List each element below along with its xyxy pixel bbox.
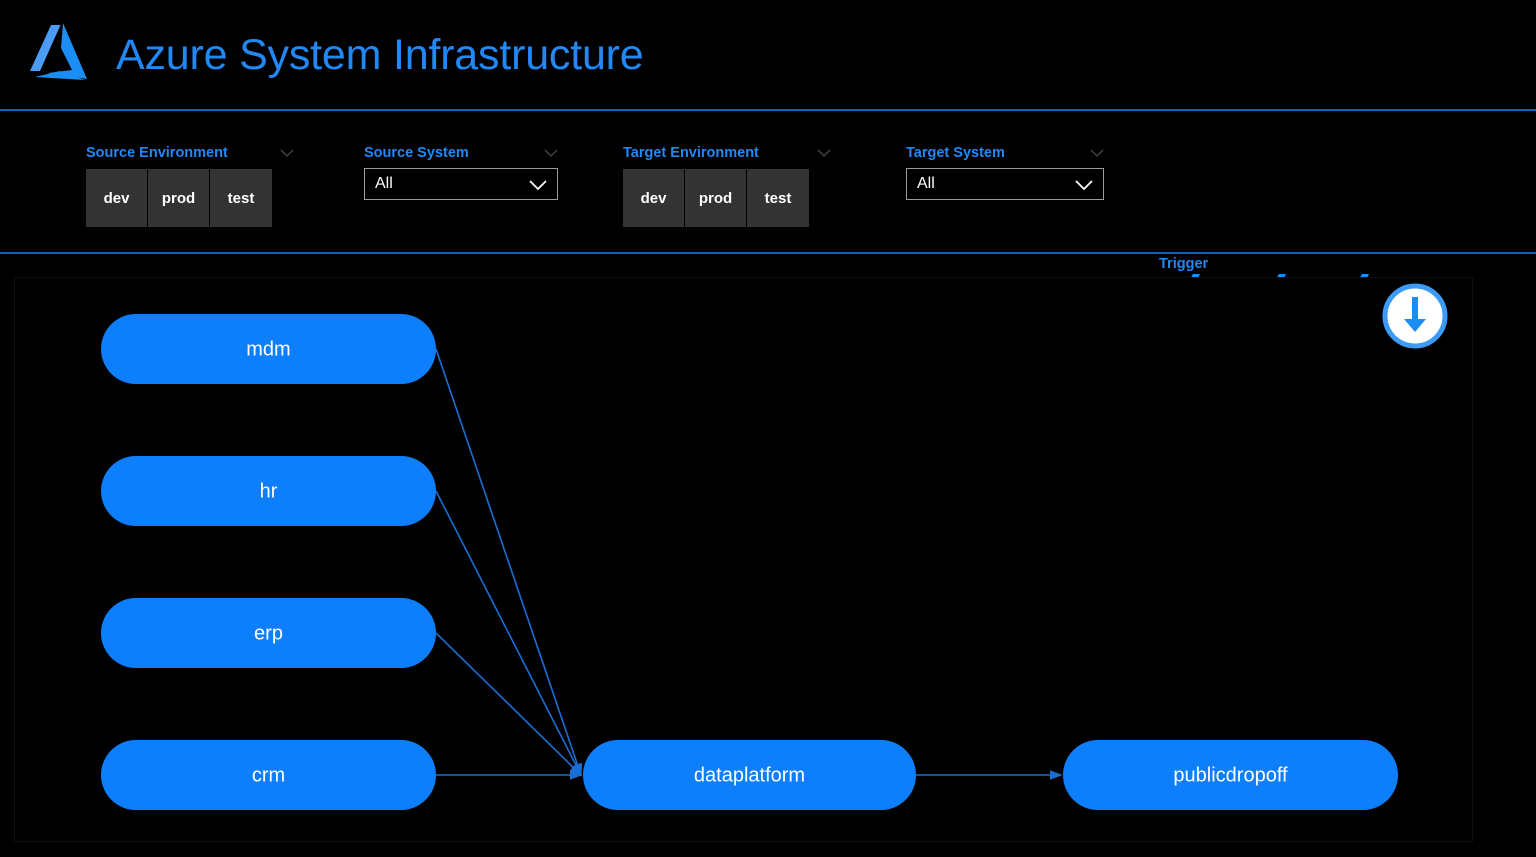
target-environment-label-row: Target Environment [623,145,831,161]
download-icon[interactable] [1380,281,1450,351]
diagram-panel: mdm hr erp crm dataplatform publicdropoff [14,277,1473,842]
filter-source-system: Source System All [364,145,558,200]
graph-node-shape [1063,740,1398,810]
page-title: Azure System Infrastructure [116,30,644,79]
filter-bar: Source Environment dev prod test Source … [0,111,1536,336]
graph-node-label: crm [252,764,285,786]
source-environment-label-row: Source Environment [86,145,294,161]
target-environment-segmented-control: dev prod test [623,169,831,227]
graph-node-erp[interactable]: erp [101,598,436,668]
infrastructure-graph: mdm hr erp crm dataplatform publicdropoff [101,314,1398,810]
graph-node-shape [101,314,436,384]
source-system-value: All [375,175,393,192]
chevron-down-icon[interactable] [817,149,831,157]
source-system-label: Source System [364,145,469,161]
filter-target-system: Target System All [906,145,1104,200]
chevron-down-icon [1074,178,1094,191]
source-system-label-row: Source System [364,145,558,161]
source-env-option-dev[interactable]: dev [86,169,148,227]
graph-node-layer: mdm hr erp crm dataplatform publicdropoff [101,314,1398,810]
graph-node-crm[interactable]: crm [101,740,436,810]
graph-edge [435,348,582,777]
target-environment-label: Target Environment [623,145,759,161]
target-system-dropdown[interactable]: All [906,168,1104,200]
graph-node-label: erp [254,622,283,644]
graph-node-hr[interactable]: hr [101,456,436,526]
graph-node-label: dataplatform [694,764,805,786]
chevron-down-icon [528,178,548,191]
graph-node-mdm[interactable]: mdm [101,314,436,384]
target-env-option-prod[interactable]: prod [685,169,747,227]
header-brand: Azure System Infrastructure [0,22,644,88]
app-header: Azure System Infrastructure [0,0,1536,110]
graph-node-dataplatform[interactable]: dataplatform [583,740,916,810]
source-env-option-prod[interactable]: prod [148,169,210,227]
target-system-value: All [917,175,935,192]
chevron-down-icon[interactable] [544,149,558,157]
source-system-dropdown[interactable]: All [364,168,558,200]
filter-source-environment: Source Environment dev prod test [86,145,294,227]
target-system-label-row: Target System [906,145,1104,161]
target-env-option-dev[interactable]: dev [623,169,685,227]
graph-edge-layer [435,348,1063,780]
trigger-label: Trigger [1159,256,1209,272]
graph-edge [435,490,582,777]
graph-node-shape [101,740,436,810]
graph-edge [435,632,583,777]
filter-target-environment: Target Environment dev prod test [623,145,831,227]
chevron-down-icon[interactable] [1090,149,1104,157]
source-environment-segmented-control: dev prod test [86,169,294,227]
target-system-label: Target System [906,145,1005,161]
filter-bar-divider [0,252,1536,254]
graph-node-label: hr [260,480,278,502]
graph-node-label: publicdropoff [1173,764,1288,786]
chevron-down-icon[interactable] [280,149,294,157]
azure-logo-icon [30,22,108,88]
header-divider [0,109,1536,111]
graph-node-shape [583,740,916,810]
source-env-option-test[interactable]: test [210,169,272,227]
graph-node-shape [101,456,436,526]
source-environment-label: Source Environment [86,145,228,161]
graph-node-shape [101,598,436,668]
graph-node-publicdropoff[interactable]: publicdropoff [1063,740,1398,810]
graph-node-label: mdm [246,338,290,360]
target-env-option-test[interactable]: test [747,169,809,227]
